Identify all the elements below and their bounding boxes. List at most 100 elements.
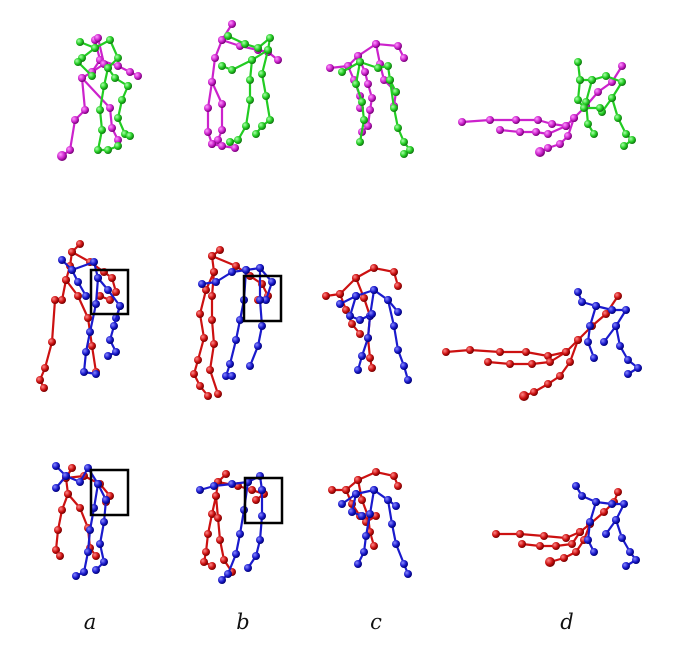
- row1-c-green-body-joint: [338, 68, 346, 76]
- row2-a-blue-leg2-joint: [104, 352, 112, 360]
- row2-d-red-leg-joint: [519, 391, 529, 401]
- row3-c-blue-body-joint: [338, 500, 346, 508]
- row3-a-blue-body-joint: [52, 462, 60, 470]
- row2-a-blue-leg-bone: [94, 276, 100, 306]
- row2-c-blue-leg2-joint: [358, 352, 366, 360]
- row3-d-red-body-joint: [576, 528, 584, 536]
- row2-c-blue-leg-joint: [404, 376, 412, 384]
- row1-a-green-leg-joint: [96, 106, 104, 114]
- row2-b-blue-leg-joint: [228, 372, 236, 380]
- row3-c-blue-leg-joint: [400, 560, 408, 568]
- row3-a-red-body-joint: [54, 526, 62, 534]
- row1-a-green-leg-joint: [94, 146, 102, 154]
- row1-d-magenta-arm2-joint: [532, 128, 540, 136]
- row1-b-magenta-body-joint: [214, 136, 222, 144]
- row2-d-blue-leg-joint: [616, 342, 624, 350]
- row2-a-red-body-joint: [36, 376, 44, 384]
- row3-b-red-leg-joint: [216, 536, 224, 544]
- row1-b-green-leg-joint: [242, 122, 250, 130]
- row3-a-blue-body-joint: [76, 478, 84, 486]
- row1-d-magenta-body-joint: [562, 122, 570, 130]
- row1-b-magenta-body-joint: [218, 100, 226, 108]
- row3-b-red-body-joint: [200, 558, 208, 566]
- row1-a-magenta-arm2-joint: [94, 34, 102, 42]
- row3-a-highlight-box: [89, 468, 130, 517]
- row2-b-red-arm-bone: [210, 254, 238, 268]
- row2-c-blue-body-joint: [394, 308, 402, 316]
- row3-d-red-arm2-joint: [518, 540, 526, 548]
- row1-d-magenta-body-joint: [618, 62, 626, 70]
- row1-d-magenta-arm-bone: [460, 118, 492, 124]
- row3-c-blue-leg-joint: [388, 520, 396, 528]
- row1-c-green-leg-joint: [394, 124, 402, 132]
- row3-b-blue-leg2-joint: [252, 552, 260, 560]
- row2-c-blue-leg2-joint: [370, 286, 378, 294]
- row1-c-green-leg2: [352, 58, 368, 146]
- row3-b-red-leg-joint: [214, 514, 222, 522]
- row3-b-highlight-box: [243, 476, 284, 525]
- row1-d-green-arm-joint: [580, 104, 588, 112]
- row3-d-red-arm-bone: [518, 532, 546, 538]
- row2-a-red-body-joint: [48, 338, 56, 346]
- row3-c-blue-leg2-joint: [354, 560, 362, 568]
- row2-b-red-body-joint: [194, 356, 202, 364]
- row1-b-green-leg2-joint: [264, 46, 272, 54]
- row1-a-magenta-leg-joint: [106, 104, 114, 112]
- row2-b-red-arm-joint: [232, 262, 240, 270]
- row3-d-red-leg-joint: [560, 554, 568, 562]
- row1-c-magenta-body-joint: [400, 54, 408, 62]
- row1-a-green-arm-joint: [74, 58, 82, 66]
- row1-d-magenta-leg-joint: [564, 132, 572, 140]
- row1-c-green-leg-joint: [386, 76, 394, 84]
- row3-a-red-leg-joint: [64, 490, 72, 498]
- row2-b-blue-leg2-joint: [258, 322, 266, 330]
- row2-c-red-arm-joint: [342, 306, 350, 314]
- row1-d-magenta-leg-joint: [556, 140, 564, 148]
- row1-b-green-leg-joint: [246, 96, 254, 104]
- row1-c-magenta-leg-joint: [368, 94, 376, 102]
- row2-b-red-body-joint: [190, 370, 198, 378]
- row1-c-green-leg2-joint: [358, 98, 366, 106]
- row3-d-red-arm-joint: [562, 534, 570, 542]
- row2-a-red-leg-joint: [84, 314, 92, 322]
- row2-b-red-arm: [208, 252, 272, 304]
- row1-b-green-body-joint: [266, 34, 274, 42]
- row2-c-blue-leg: [384, 296, 412, 384]
- row1-b-magenta-leg-joint: [204, 128, 212, 136]
- row3-d-blue-leg2-joint: [592, 498, 600, 506]
- row1-b-magenta-leg-joint: [218, 142, 226, 150]
- row3-b-blue-leg-joint: [236, 530, 244, 538]
- row1-a-magenta-body-joint: [81, 106, 89, 114]
- row1-c-magenta-arm-joint: [380, 76, 388, 84]
- row1-a-magenta-leg-joint: [108, 124, 116, 132]
- row2-a-blue-leg-joint: [80, 368, 88, 376]
- row2-c-blue-arm-joint: [346, 312, 354, 320]
- row1-b-green-leg-joint: [234, 136, 242, 144]
- row1-d-green-leg2-joint: [590, 130, 598, 138]
- row3-a-blue-arm: [52, 472, 70, 492]
- row3-d-blue-body-joint: [608, 500, 616, 508]
- row2-b-blue-leg-bone: [228, 338, 238, 366]
- column-label-b: b: [236, 610, 250, 634]
- row2-c-blue-leg-joint: [390, 322, 398, 330]
- row2-b-red-body-joint: [196, 382, 204, 390]
- row3-b-red-body-joint: [202, 548, 210, 556]
- row2-b-blue-leg2-joint: [254, 342, 262, 350]
- row3-b-blue-body-joint: [210, 482, 218, 490]
- row1-c-green-body-joint: [374, 64, 382, 72]
- row2-d-blue-leg2: [584, 302, 600, 362]
- row2-d-blue-body-joint: [622, 306, 630, 314]
- row3-b-red-body-joint: [204, 530, 212, 538]
- row1-b-magenta-body-bone: [210, 56, 217, 84]
- row1-d-magenta-arm-joint: [512, 116, 520, 124]
- row3-c-red-body-joint: [390, 472, 398, 480]
- row2-b-blue-leg-joint: [226, 360, 234, 368]
- row1-b-green-body-joint: [224, 32, 232, 40]
- row2-b-red-leg-joint: [208, 316, 216, 324]
- row1-d-magenta-arm-joint: [548, 120, 556, 128]
- row2-d-red-leg-joint: [566, 358, 574, 366]
- row2-d-blue-leg2-joint: [584, 338, 592, 346]
- row2-d-red-arm2: [484, 348, 570, 368]
- row1-d-green-leg-joint: [622, 130, 630, 138]
- row1-d-magenta-arm: [458, 116, 570, 130]
